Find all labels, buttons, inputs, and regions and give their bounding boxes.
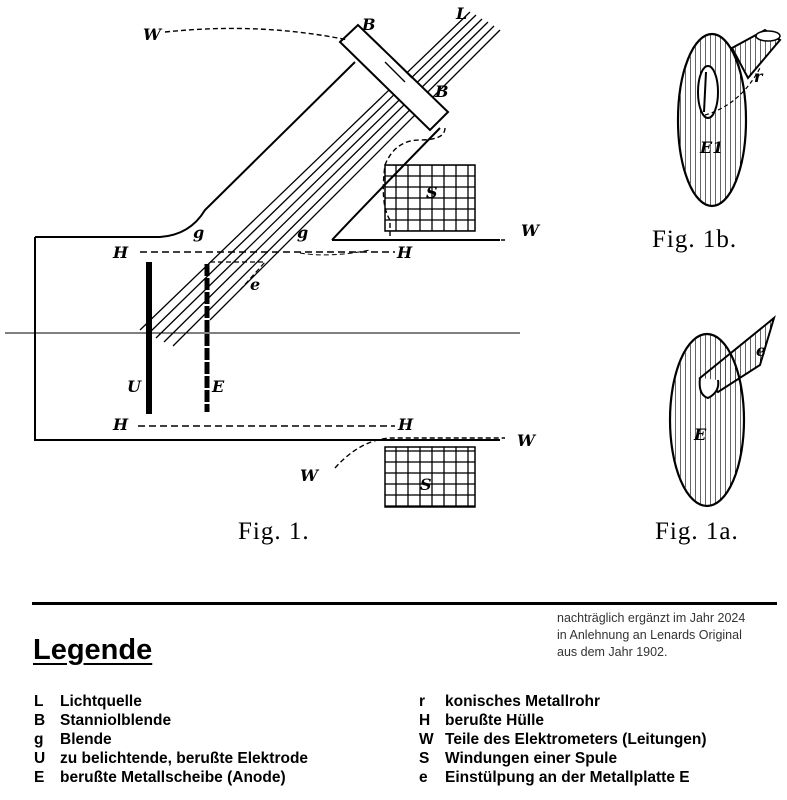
legend-item: W Teile des Elektrometers (Leitungen) bbox=[419, 730, 707, 749]
note-line: aus dem Jahr 1902. bbox=[557, 645, 668, 659]
note-block: nachträglich ergänzt im Jahr 2024 in Anl… bbox=[557, 610, 745, 661]
legend-text: zu belichtende, berußte Elektrode bbox=[60, 750, 309, 767]
label-e-1a: e bbox=[756, 341, 766, 360]
note-line: in Anlehnung an Lenards Original bbox=[557, 628, 742, 642]
label-W-top: W bbox=[143, 25, 163, 44]
fig1-apparatus bbox=[5, 11, 520, 508]
legend-text: Einstülpung an der Metallplatte E bbox=[445, 769, 690, 786]
caption-fig1: Fig. 1. bbox=[238, 518, 310, 545]
legend-key: B bbox=[34, 712, 46, 729]
stanniol-aperture bbox=[338, 23, 450, 132]
legend-title: Legende bbox=[33, 634, 153, 666]
legend-key: W bbox=[419, 731, 434, 748]
label-W-bot2: W bbox=[300, 466, 320, 485]
lead-W-top bbox=[164, 27, 349, 41]
label-U: U bbox=[127, 377, 142, 396]
legend-text: berußte Hülle bbox=[445, 712, 545, 729]
label-e-main: e bbox=[250, 275, 260, 294]
coil-S-top bbox=[384, 164, 476, 232]
legend-text: Stanniolblende bbox=[60, 712, 172, 729]
legend-key: E bbox=[34, 769, 45, 786]
fig1b-labels: r E1 bbox=[699, 67, 764, 157]
legend-key: L bbox=[34, 693, 44, 710]
legend-key: g bbox=[34, 731, 44, 748]
legend-text: Lichtquelle bbox=[60, 693, 142, 710]
legend-key: r bbox=[419, 693, 426, 710]
legend-text: Windungen einer Spule bbox=[445, 750, 618, 767]
envelope-H bbox=[138, 251, 395, 427]
label-H-right2: H bbox=[397, 415, 414, 434]
legend-item: e Einstülpung an der Metallplatte E bbox=[419, 768, 707, 787]
label-W-bot1: W bbox=[517, 431, 537, 450]
legend-item: r konisches Metallrohr bbox=[419, 692, 707, 711]
legend-text: konisches Metallrohr bbox=[445, 693, 601, 710]
label-S2: S bbox=[420, 475, 432, 494]
legend-item: L Lichtquelle bbox=[34, 692, 308, 711]
label-H-left1: H bbox=[112, 243, 129, 262]
electrode-U bbox=[146, 262, 152, 414]
label-H-right1: H bbox=[396, 243, 413, 262]
legend-key: S bbox=[419, 750, 430, 767]
label-g1: g bbox=[193, 223, 204, 242]
label-r: r bbox=[754, 67, 764, 86]
legend-item: S Windungen einer Spule bbox=[419, 749, 707, 768]
legend-key: U bbox=[34, 750, 46, 767]
label-L: L bbox=[455, 4, 467, 23]
label-B2: B bbox=[434, 82, 449, 101]
legend-text: Teile des Elektrometers (Leitungen) bbox=[445, 731, 707, 748]
lead-W-bot bbox=[334, 437, 505, 469]
label-E: E bbox=[211, 377, 225, 396]
coil-S-bottom bbox=[384, 446, 476, 508]
legend-text: Blende bbox=[60, 731, 112, 748]
fig1-labels: L B B W W W W H H H H g g S S e U E bbox=[112, 4, 541, 494]
legend-text: berußte Metallscheibe (Anode) bbox=[60, 769, 286, 786]
tube-outline bbox=[35, 61, 356, 238]
caption-fig1b: Fig. 1b. bbox=[652, 226, 738, 253]
label-E-1a: E bbox=[693, 425, 707, 444]
fig1a-drawing bbox=[668, 315, 776, 508]
label-E1: E1 bbox=[699, 138, 723, 157]
label-B1: B bbox=[361, 15, 376, 34]
label-S1: S bbox=[426, 183, 438, 202]
fig1a-labels: e E bbox=[693, 341, 766, 444]
divider-rule bbox=[32, 602, 777, 605]
legend-key: H bbox=[419, 712, 431, 729]
label-H-left2: H bbox=[112, 415, 129, 434]
fig1b-drawing bbox=[676, 28, 782, 208]
light-beam bbox=[139, 11, 501, 347]
label-W-mid: W bbox=[521, 221, 541, 240]
note-line: nachträglich ergänzt im Jahr 2024 bbox=[557, 611, 746, 625]
legend-item: B Stanniolblende bbox=[34, 711, 308, 730]
legend-item: g Blende bbox=[34, 730, 308, 749]
caption-fig1a: Fig. 1a. bbox=[655, 518, 739, 545]
label-g2: g bbox=[297, 223, 308, 242]
legend-key: e bbox=[419, 769, 428, 786]
lenard-apparatus-diagram: L B B W W W W H H H H g g S S e U E r E1… bbox=[5, 4, 782, 508]
